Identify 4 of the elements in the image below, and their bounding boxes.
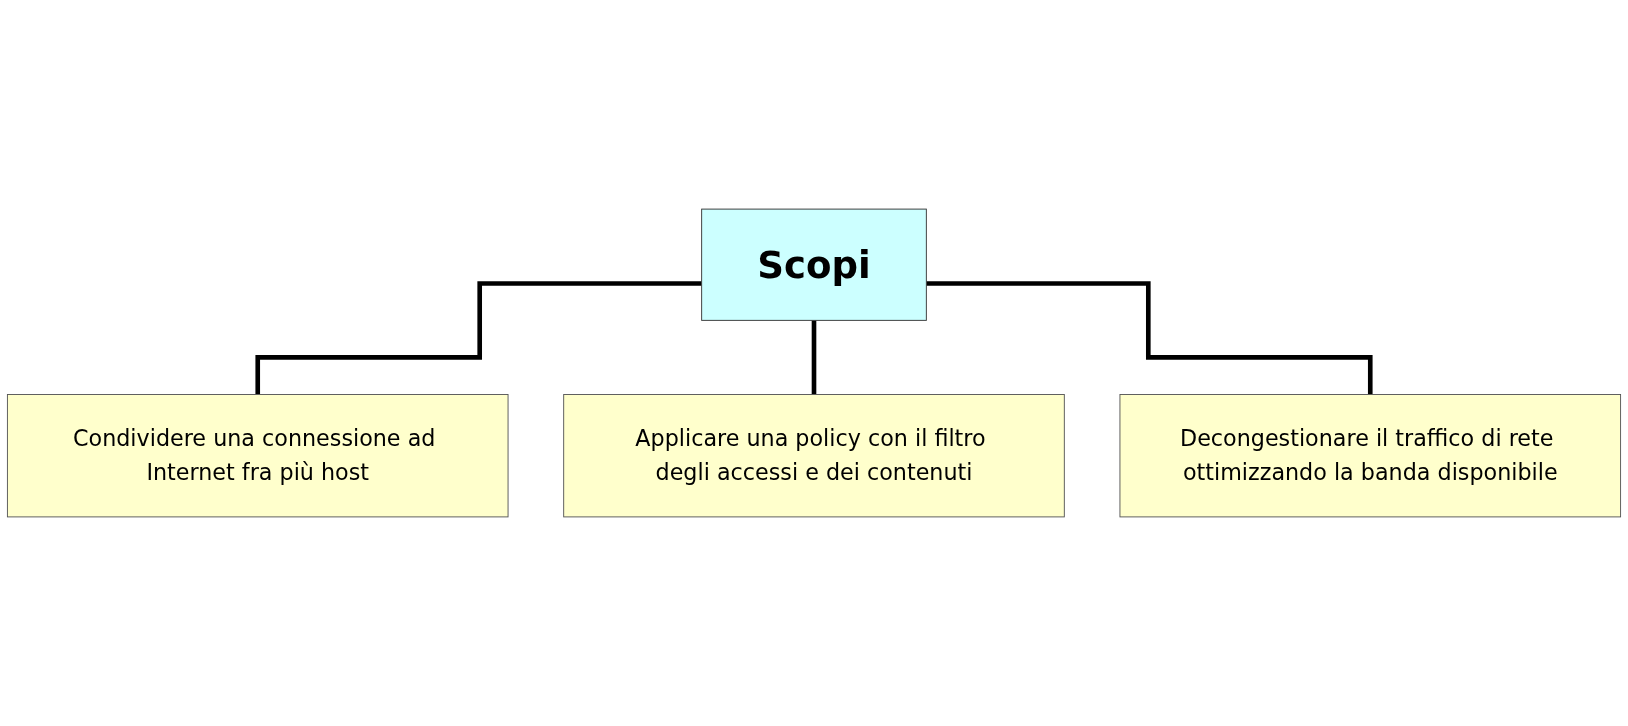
node-box: Decongestionare il traffico di rete ottimizzando la banda disponibile bbox=[1119, 394, 1622, 518]
node-box: Condividere una connessione ad Internet fra più host bbox=[6, 394, 509, 518]
node-box: Scopi bbox=[701, 208, 927, 321]
node-box: Applicare una policy con il filtro degli accessi e dei contenuti bbox=[563, 394, 1065, 518]
